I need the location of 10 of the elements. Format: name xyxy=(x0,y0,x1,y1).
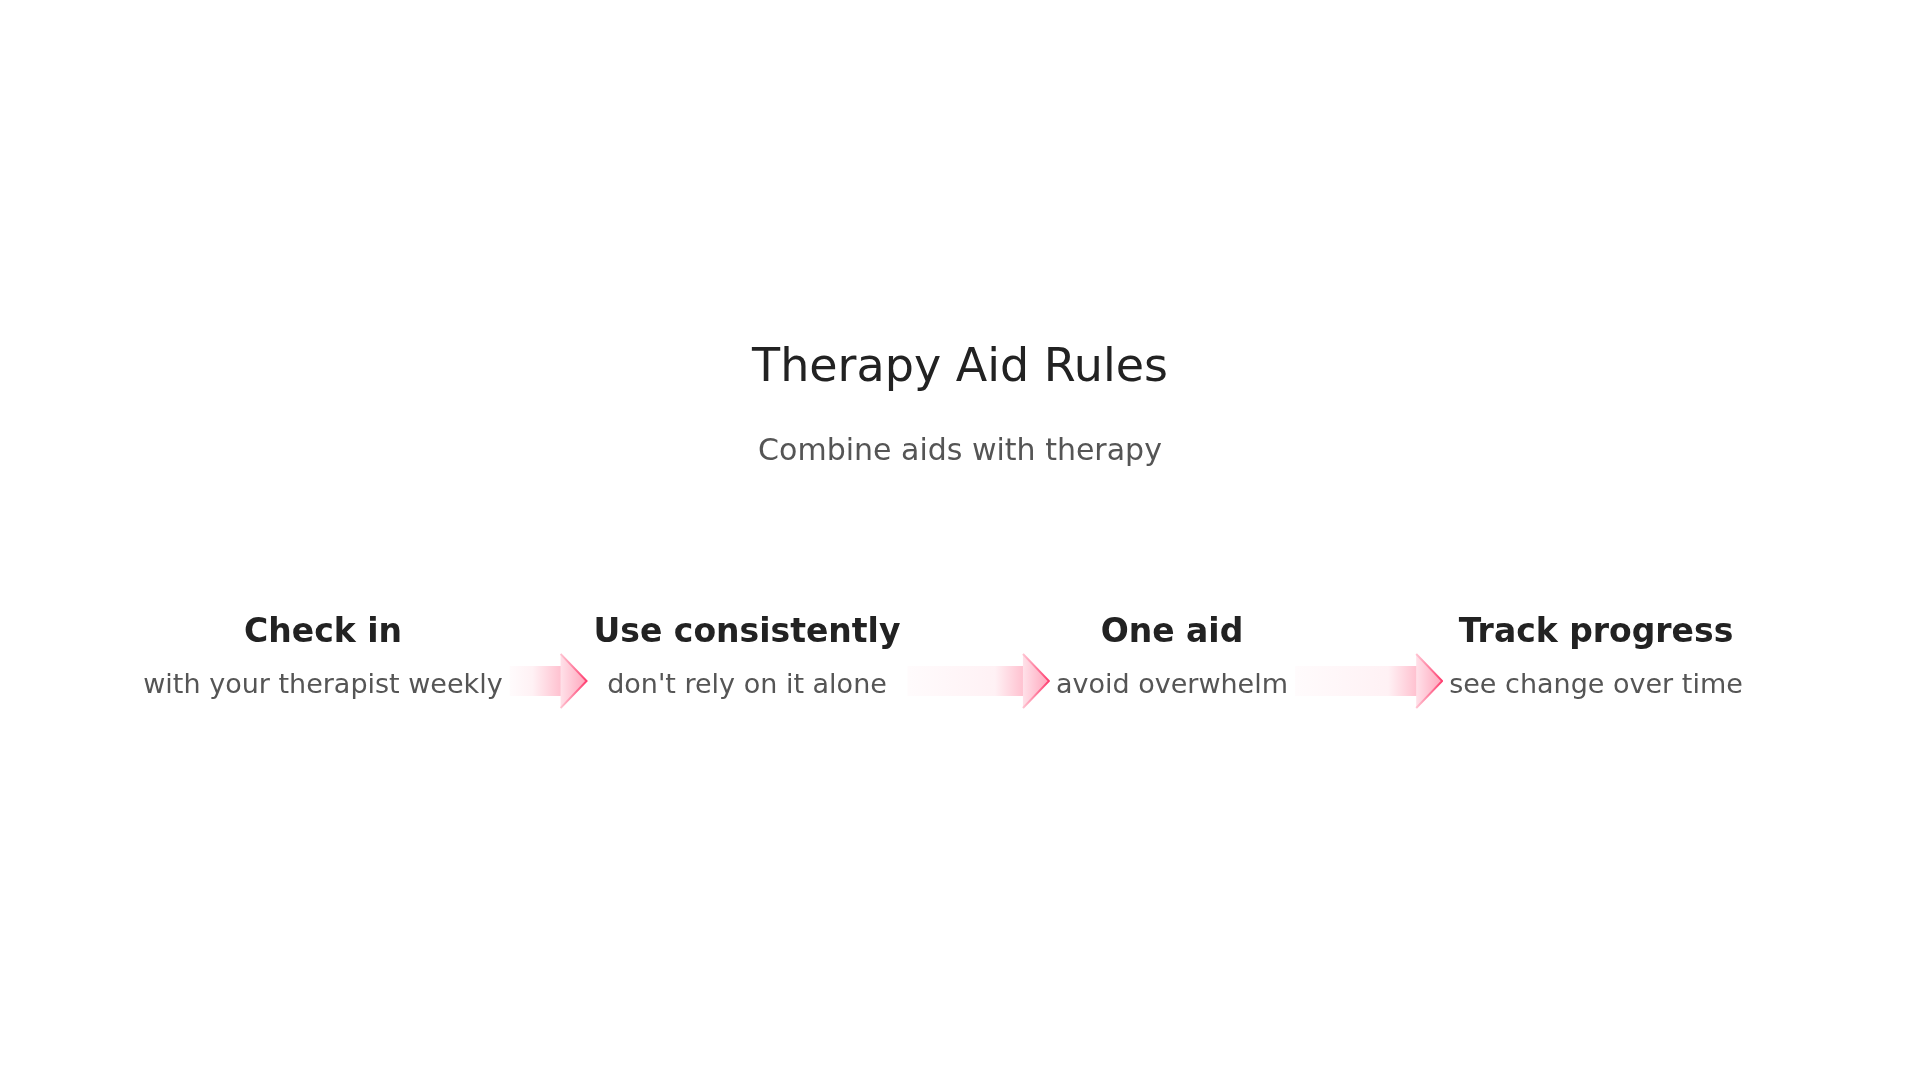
step-description: avoid overwhelm xyxy=(1055,667,1289,701)
step-heading: Track progress xyxy=(1458,611,1734,651)
step-description: with your therapist weekly xyxy=(143,667,503,701)
step-heading: Use consistently xyxy=(593,611,901,651)
step-heading: One aid xyxy=(1100,611,1244,651)
subtitle: Combine aids with therapy xyxy=(758,431,1162,469)
step-description: see change over time xyxy=(1449,667,1743,701)
step-description: don't rely on it alone xyxy=(607,667,887,701)
step-heading: Check in xyxy=(244,611,402,651)
diagram-title: Therapy Aid Rules xyxy=(752,337,1168,393)
